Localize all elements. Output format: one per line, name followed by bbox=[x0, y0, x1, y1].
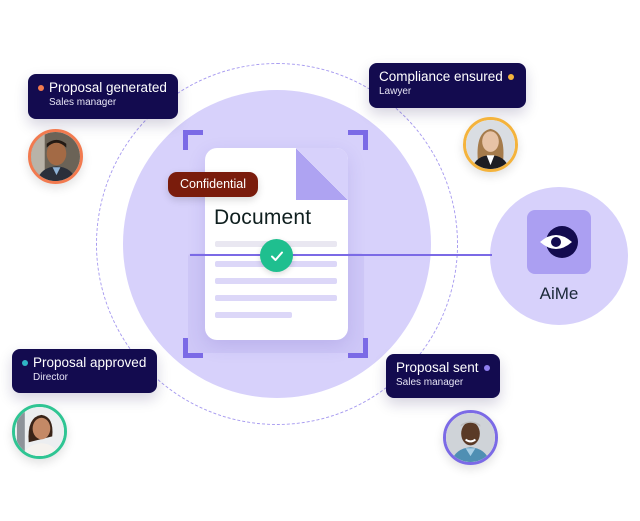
person-avatar-icon bbox=[15, 407, 64, 456]
event-role: Sales manager bbox=[396, 377, 464, 388]
outer-dashed-ring bbox=[96, 63, 458, 425]
event-card-compliance-ensured: Compliance ensured Lawyer bbox=[369, 63, 526, 108]
status-dot bbox=[507, 73, 514, 80]
eye-icon bbox=[540, 226, 578, 258]
check-icon bbox=[270, 251, 283, 261]
status-dot bbox=[483, 364, 490, 371]
document-text-line bbox=[215, 278, 337, 284]
check-badge bbox=[260, 239, 293, 272]
document-fold bbox=[296, 148, 348, 200]
document-text-line bbox=[215, 295, 337, 301]
avatar-sales-manager-1 bbox=[28, 129, 83, 184]
scan-bracket-top-right bbox=[348, 130, 368, 150]
scan-bracket-bottom-right bbox=[348, 338, 368, 358]
event-card-proposal-generated: Proposal generated Sales manager bbox=[28, 74, 178, 119]
event-role: Director bbox=[33, 372, 69, 383]
event-title: Proposal sent bbox=[396, 360, 479, 375]
connector-line bbox=[190, 254, 492, 256]
scan-bracket-top-left bbox=[183, 130, 203, 150]
event-role: Sales manager bbox=[49, 97, 117, 108]
document-text-line bbox=[215, 312, 292, 318]
avatar-director bbox=[12, 404, 67, 459]
person-avatar-icon bbox=[466, 120, 515, 169]
event-card-proposal-sent: Proposal sent Sales manager bbox=[386, 354, 500, 398]
avatar-sales-manager-2 bbox=[443, 410, 498, 465]
status-dot bbox=[38, 84, 44, 91]
status-dot bbox=[22, 359, 28, 366]
aime-label: AiMe bbox=[539, 284, 579, 303]
document-title: Document bbox=[214, 206, 312, 229]
person-avatar-icon bbox=[31, 132, 80, 181]
avatar-lawyer bbox=[463, 117, 518, 172]
event-card-proposal-approved: Proposal approved Director bbox=[12, 349, 157, 393]
event-title: Proposal generated bbox=[49, 80, 167, 95]
scan-bracket-bottom-left bbox=[183, 338, 203, 358]
event-title: Proposal approved bbox=[33, 355, 147, 370]
person-avatar-icon bbox=[446, 413, 495, 462]
confidential-tag: Confidential bbox=[168, 172, 259, 197]
event-role: Lawyer bbox=[379, 86, 412, 97]
event-title: Compliance ensured bbox=[379, 69, 503, 84]
aime-logo bbox=[527, 210, 591, 274]
